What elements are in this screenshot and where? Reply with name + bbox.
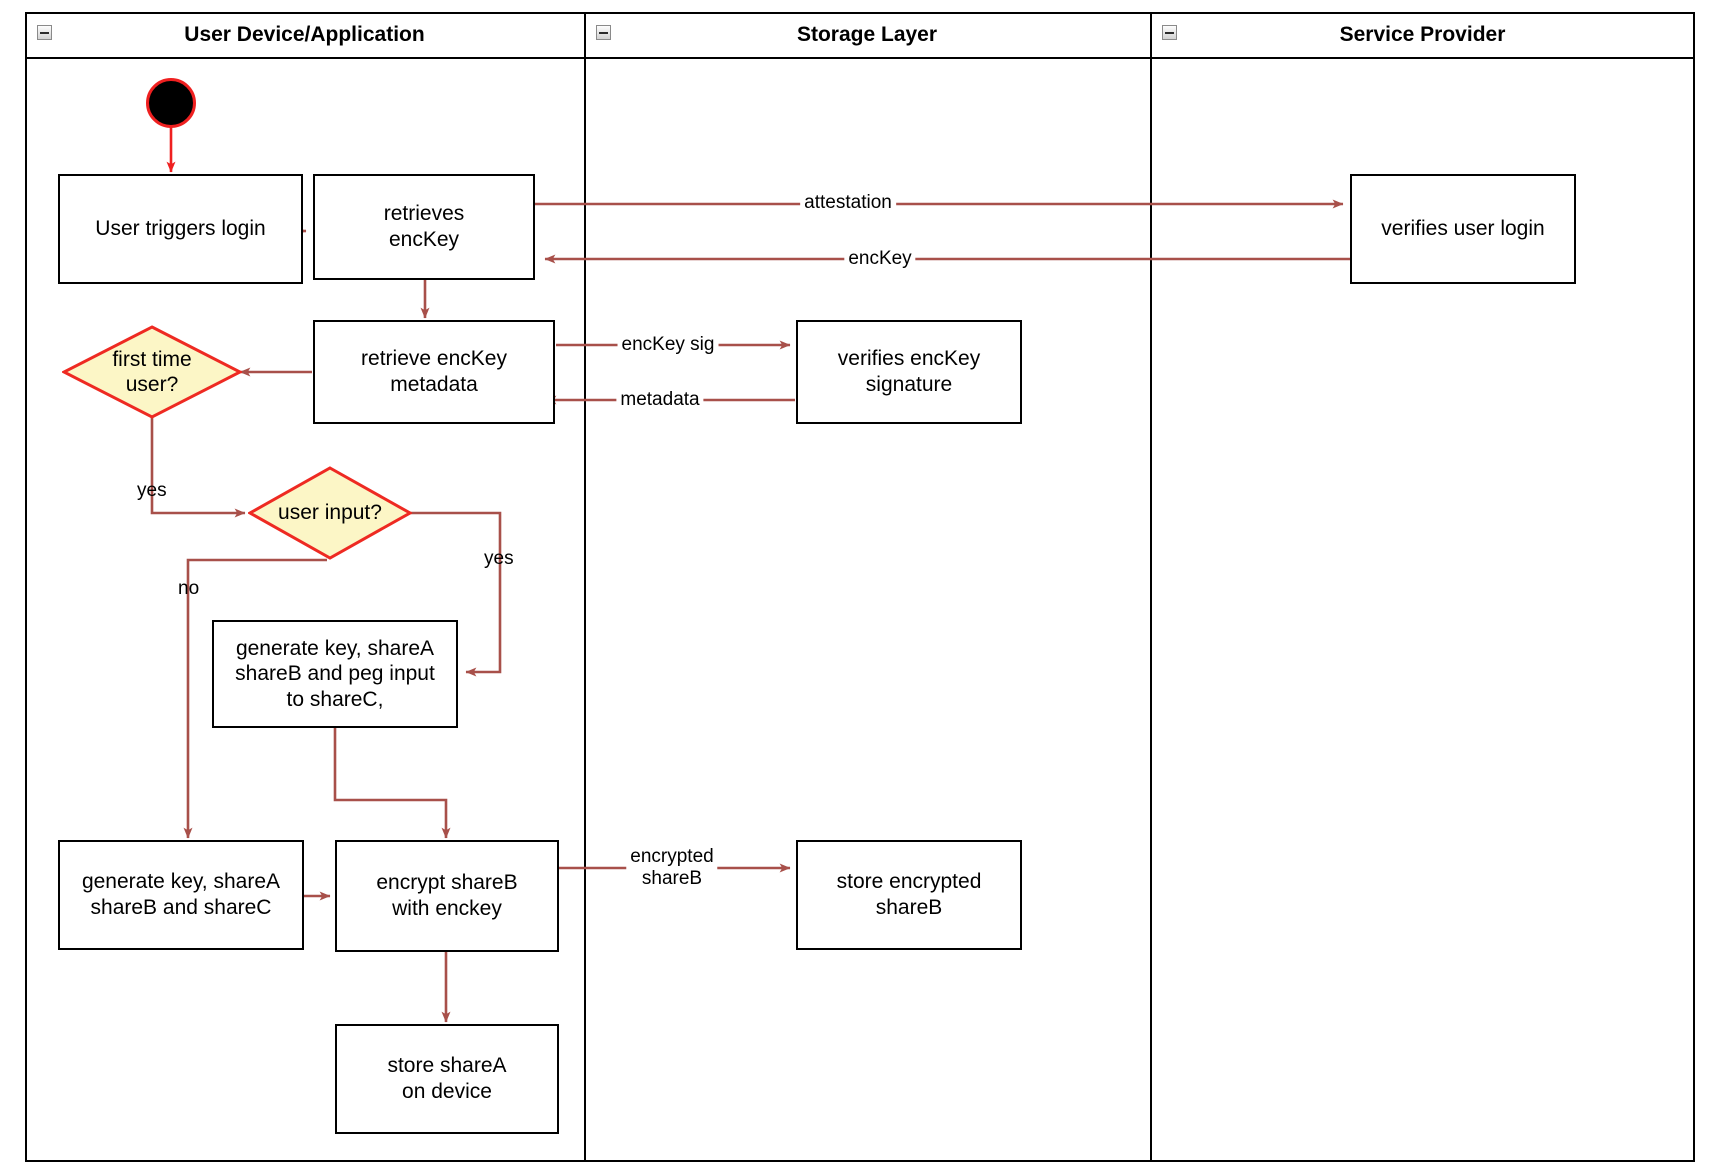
node-encrypt-shareb[interactable]: encrypt shareB with enckey <box>335 840 559 952</box>
lane-title-user-device: User Device/Application <box>184 23 425 46</box>
node-retrieves-enckey[interactable]: retrieves encKey <box>313 174 535 280</box>
diamond-shape <box>248 466 412 560</box>
lane-divider-1 <box>584 12 586 1162</box>
node-retrieve-enckey-metadata[interactable]: retrieve encKey metadata <box>313 320 555 424</box>
collapse-icon-service-provider[interactable] <box>1162 25 1177 40</box>
node-label: verifies encKey signature <box>837 347 981 396</box>
node-store-encrypted-shareb[interactable]: store encrypted shareB <box>796 840 1022 950</box>
collapse-icon-user-device[interactable] <box>37 25 52 40</box>
node-label: store shareA on device <box>387 1054 507 1103</box>
node-label: encrypt shareB with enckey <box>376 871 518 920</box>
node-verifies-user-login[interactable]: verifies user login <box>1350 174 1576 284</box>
start-node <box>146 78 196 128</box>
node-label: retrieves encKey <box>383 202 465 251</box>
node-label: User triggers login <box>95 217 266 241</box>
lane-title-storage-layer: Storage Layer <box>796 23 938 46</box>
branch-label-first-time-user-yes: yes <box>137 480 167 501</box>
edge-label-attestation: attestation <box>800 192 896 214</box>
collapse-icon-storage-layer[interactable] <box>596 25 611 40</box>
node-label: generate key, shareA shareB and peg inpu… <box>235 636 435 711</box>
diamond-shape <box>62 325 242 419</box>
swimlane-frame <box>25 12 1695 1162</box>
branch-label-user-input-yes: yes <box>484 548 514 569</box>
node-label: retrieve encKey metadata <box>361 347 507 396</box>
edge-label-enckey-sig: encKey sig <box>617 334 719 356</box>
node-label: user input? <box>278 501 382 525</box>
node-store-sharea-on-device[interactable]: store shareA on device <box>335 1024 559 1134</box>
node-label: verifies user login <box>1381 217 1545 241</box>
edge-label-metadata: metadata <box>616 389 704 411</box>
edge-label-enckey: encKey <box>844 248 916 270</box>
node-user-triggers-login[interactable]: User triggers login <box>58 174 303 284</box>
node-generate-key-peg-input[interactable]: generate key, shareA shareB and peg inpu… <box>212 620 458 728</box>
edge-label-encrypted-shareb: encrypted shareB <box>626 846 718 890</box>
node-label: generate key, shareA shareB and shareC <box>81 870 281 919</box>
branch-label-user-input-no: no <box>178 578 200 599</box>
node-first-time-user-decision[interactable]: first time user? <box>62 325 242 419</box>
lane-divider-2 <box>1150 12 1152 1162</box>
node-label: first time user? <box>112 347 192 396</box>
node-generate-key-shares[interactable]: generate key, shareA shareB and shareC <box>58 840 304 950</box>
node-verifies-enckey-signature[interactable]: verifies encKey signature <box>796 320 1022 424</box>
lane-header-divider <box>25 57 1695 59</box>
lane-title-service-provider: Service Provider <box>1339 23 1506 46</box>
node-label: store encrypted shareB <box>836 870 982 919</box>
node-user-input-decision[interactable]: user input? <box>248 466 412 560</box>
